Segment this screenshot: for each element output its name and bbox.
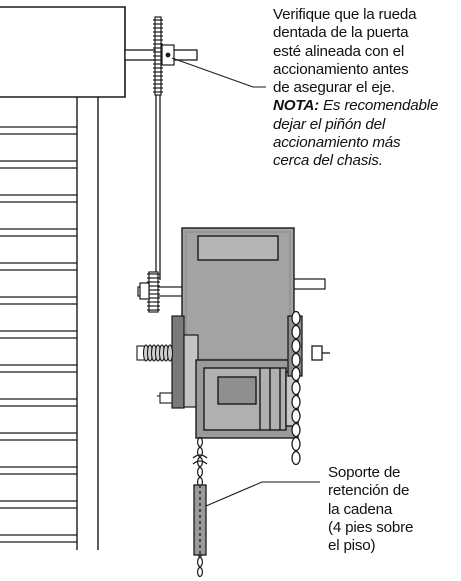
door-sprocket bbox=[153, 16, 175, 96]
keeper-line: Soporte de bbox=[328, 464, 401, 481]
keeper-line: el piso) bbox=[328, 537, 376, 555]
door-header bbox=[0, 6, 126, 98]
chain-keeper-callout: Soporte de retención de la cadena (4 pie… bbox=[328, 464, 458, 555]
chain-keeper-bracket bbox=[193, 484, 207, 556]
right-shaft bbox=[292, 278, 326, 290]
instruction-line: de asegurar el eje. bbox=[273, 79, 396, 97]
chain-link bbox=[291, 310, 301, 326]
chain-link bbox=[291, 422, 301, 438]
door-track-post bbox=[76, 97, 99, 550]
keeper-line: retención de bbox=[328, 482, 410, 500]
instruction-line: Verifique que la rueda bbox=[273, 6, 417, 23]
brake-spring bbox=[136, 344, 174, 404]
callout-top-leader bbox=[171, 57, 266, 88]
note-line: dejar el piñón del bbox=[273, 115, 386, 133]
callout-bottom-leader bbox=[205, 481, 320, 507]
note-line: cerca del chasis. bbox=[273, 152, 383, 170]
chain-link bbox=[291, 324, 301, 340]
chain-link bbox=[291, 436, 301, 452]
keeper-line: (4 pies sobre bbox=[328, 518, 414, 536]
sprocket-alignment-callout: Verifique que la rueda dentada de la pue… bbox=[273, 6, 459, 171]
note-line: accionamiento más bbox=[273, 134, 401, 152]
chain-link bbox=[197, 456, 204, 468]
hand-chain bbox=[291, 310, 301, 466]
drive-chain bbox=[155, 95, 161, 280]
chain-link bbox=[291, 450, 301, 466]
note-first-line: NOTA: Es recomendable bbox=[273, 97, 459, 115]
instruction-line: dentada de la puerta bbox=[273, 24, 409, 42]
electric-motor bbox=[195, 359, 299, 439]
instruction-line: accionamiento antes bbox=[273, 60, 409, 78]
chain-link bbox=[197, 446, 204, 458]
note-label: NOTA: bbox=[273, 97, 319, 115]
chain-link bbox=[291, 380, 301, 396]
chain-link bbox=[197, 436, 204, 448]
chain-link bbox=[291, 352, 301, 368]
chain-link bbox=[197, 566, 204, 578]
chain-link bbox=[291, 366, 301, 382]
spring-coil bbox=[166, 344, 174, 362]
keeper-line: la cadena bbox=[328, 500, 393, 518]
chain-link bbox=[197, 466, 204, 478]
note-text: Es recomendable bbox=[323, 97, 439, 115]
control-housing bbox=[181, 227, 295, 364]
chain-link bbox=[291, 338, 301, 354]
instruction-line: esté alineada con el bbox=[273, 42, 405, 60]
chain-break-mark bbox=[192, 454, 208, 459]
chain-link bbox=[291, 408, 301, 424]
chain-link bbox=[197, 556, 204, 568]
chain-link bbox=[291, 394, 301, 410]
brake-assembly bbox=[171, 315, 199, 409]
chain-break-mark bbox=[192, 460, 208, 465]
door-slats bbox=[0, 126, 77, 543]
